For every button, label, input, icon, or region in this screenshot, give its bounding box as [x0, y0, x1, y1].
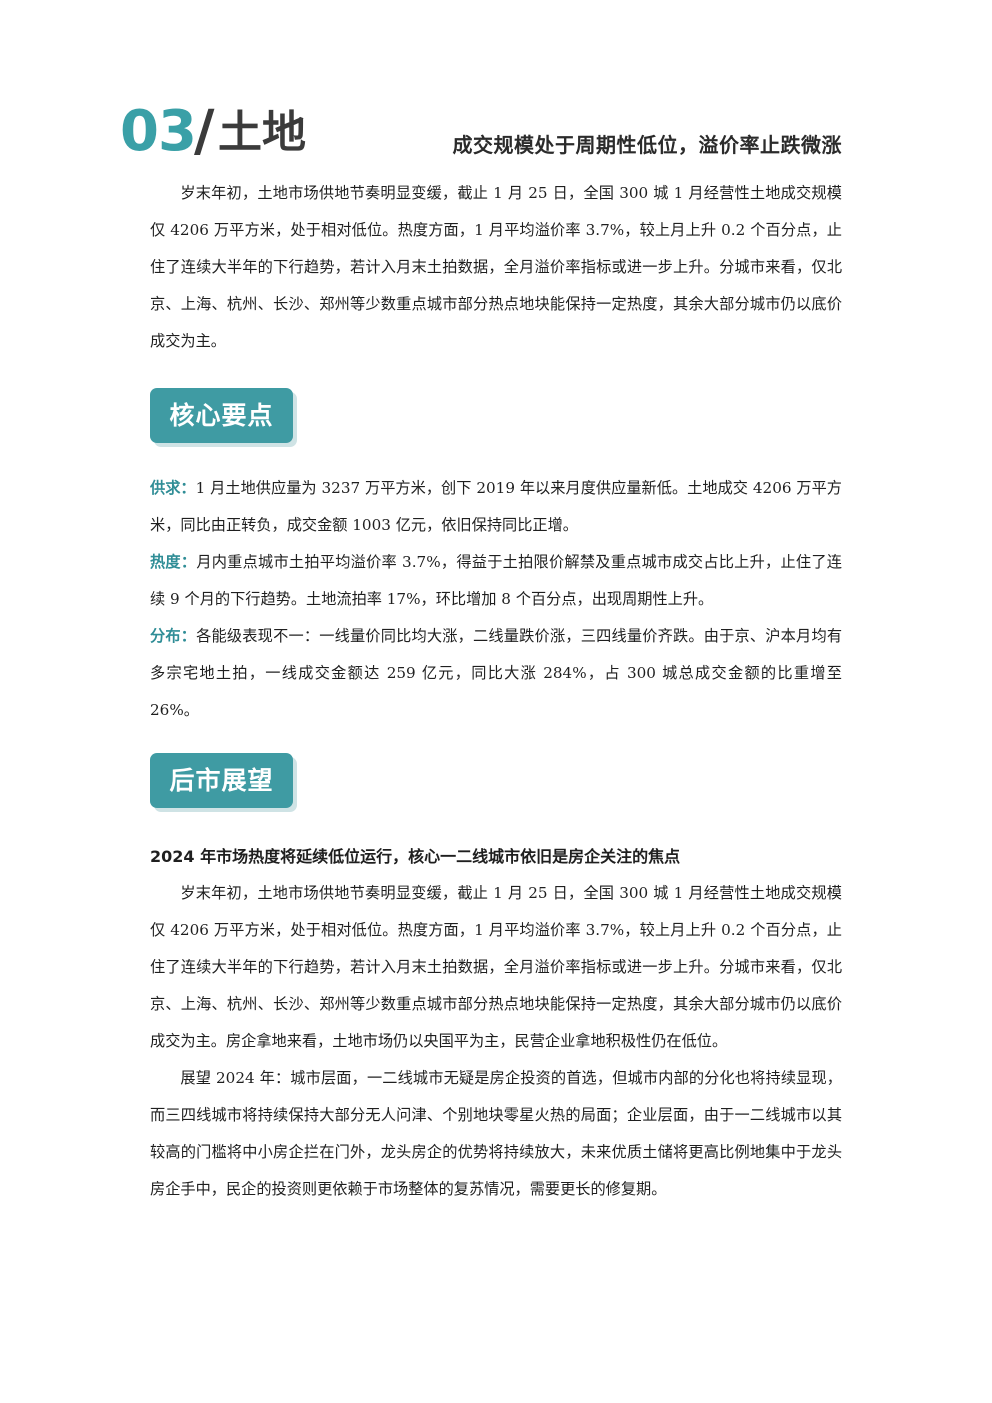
key-point-text: 1 月土地供应量为 3237 万平方米，创下 2019 年以来月度供应量新低。土… — [150, 479, 842, 534]
outlook-paragraph-1: 岁末年初，土地市场供地节奏明显变缓，截止 1 月 25 日，全国 300 城 1… — [150, 884, 842, 1050]
section-header: 03 / 土地 成交规模处于周期性低位，溢价率止跌微涨 — [120, 100, 850, 170]
outlook-block: 2024 年市场热度将延续低位运行，核心一二线城市依旧是房企关注的焦点 岁末年初… — [150, 838, 842, 1208]
key-point-distribution: 分布：各能级表现不一：一线量价同比均大涨，二线量跌价涨，三四线量价齐跌。由于京、… — [150, 618, 842, 729]
outlook-paragraph-2: 展望 2024 年：城市层面，一二线城市无疑是房企投资的首选，但城市内部的分化也… — [150, 1069, 842, 1198]
outlook-heading: 2024 年市场热度将延续低位运行，核心一二线城市依旧是房企关注的焦点 — [150, 847, 681, 866]
intro-paragraph: 岁末年初，土地市场供地节奏明显变缓，截止 1 月 25 日，全国 300 城 1… — [150, 184, 842, 350]
outlook-badge: 后市展望 — [150, 753, 293, 808]
key-point-label: 热度： — [150, 553, 197, 571]
section-subtitle: 成交规模处于周期性低位，溢价率止跌微涨 — [452, 133, 842, 157]
section-slash: / — [194, 99, 215, 164]
section-title: 土地 — [218, 107, 306, 158]
key-points-list: 供求：1 月土地供应量为 3237 万平方米，创下 2019 年以来月度供应量新… — [150, 470, 842, 729]
key-points-badge: 核心要点 — [150, 388, 293, 443]
intro-block: 岁末年初，土地市场供地节奏明显变缓，截止 1 月 25 日，全国 300 城 1… — [150, 175, 842, 360]
key-point-supply: 供求：1 月土地供应量为 3237 万平方米，创下 2019 年以来月度供应量新… — [150, 470, 842, 544]
key-point-text: 月内重点城市土拍平均溢价率 3.7%，得益于土拍限价解禁及重点城市成交占比上升，… — [150, 553, 842, 608]
key-point-label: 供求： — [150, 479, 196, 497]
section-number: 03 — [120, 99, 197, 164]
key-point-text: 各能级表现不一：一线量价同比均大涨，二线量跌价涨，三四线量价齐跌。由于京、沪本月… — [150, 627, 843, 719]
key-point-label: 分布： — [150, 627, 197, 645]
key-point-heat: 热度：月内重点城市土拍平均溢价率 3.7%，得益于土拍限价解禁及重点城市成交占比… — [150, 544, 842, 618]
